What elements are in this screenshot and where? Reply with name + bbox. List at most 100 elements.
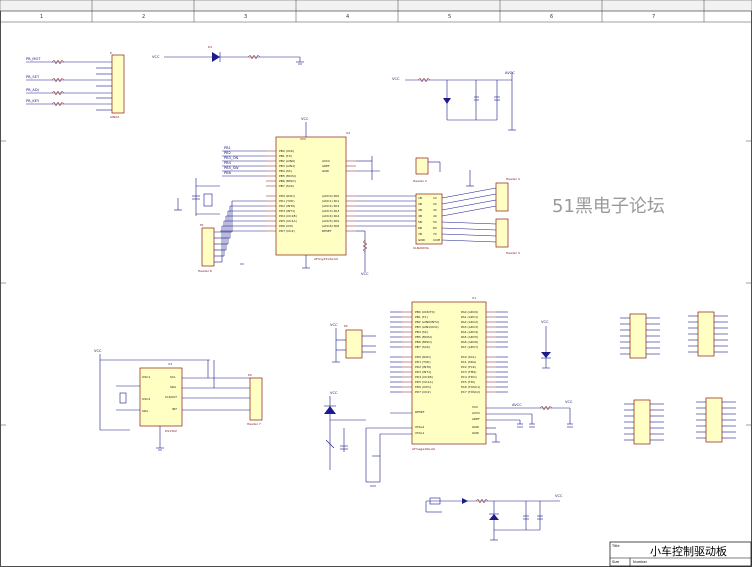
svg-text:PD3 (INT1): PD3 (INT1) <box>415 370 431 374</box>
ruler-col-7: 7 <box>652 14 655 20</box>
u1-part: ATmega16A-AU <box>412 447 435 451</box>
vcc-label-reset2: VCC <box>330 391 338 395</box>
svg-text:GND: GND <box>472 425 480 429</box>
svg-text:PA4 (ADC4): PA4 (ADC4) <box>461 330 478 334</box>
svg-text:PB1 (T0): PB1 (T0) <box>279 154 292 158</box>
p4-header-label: Header 7 <box>247 422 261 426</box>
svg-text:PB3 (AIN1/OC0): PB3 (AIN1/OC0) <box>415 325 439 329</box>
svg-text:PB4 (SS): PB4 (SS) <box>279 169 292 173</box>
header4-b-label: Header 4 <box>506 251 520 255</box>
svg-text:PB5 (MOSI): PB5 (MOSI) <box>279 174 296 178</box>
svg-text:(ADC4) PA4: (ADC4) PA4 <box>322 214 339 218</box>
svg-text:6B: 6B <box>418 226 422 230</box>
svg-text:PD6 (ICP1): PD6 (ICP1) <box>415 385 431 389</box>
u2-part: ATtiny2313A-SU <box>314 257 338 261</box>
svg-text:PB1 (T1): PB1 (T1) <box>415 315 428 319</box>
d1-label: D1 <box>208 45 212 49</box>
svg-text:PD7 (OC2): PD7 (OC2) <box>279 229 295 233</box>
vcc-label-isp: VCC <box>330 323 338 327</box>
svg-text:OSC2: OSC2 <box>142 397 150 401</box>
u3-label: U3 <box>168 362 172 366</box>
title-label: Title <box>611 544 620 548</box>
svg-text:PC1 (SDA): PC1 (SDA) <box>461 360 476 364</box>
avcc-label-u1: AVCC <box>512 403 522 407</box>
svg-text:PA0 (ADC0): PA0 (ADC0) <box>461 310 478 314</box>
svg-text:PB2 (AIN0): PB2 (AIN0) <box>279 159 295 163</box>
crystal-block <box>174 178 220 216</box>
svg-text:VCC: VCC <box>152 55 160 59</box>
svg-text:PA5 (ADC5): PA5 (ADC5) <box>461 335 478 339</box>
svg-text:AREF: AREF <box>472 417 480 421</box>
number-label: Number <box>633 560 648 564</box>
ruler-col-3: 3 <box>244 14 247 20</box>
u1-label: U1 <box>472 296 476 300</box>
power-led-block: VCC D1 <box>152 45 304 65</box>
svg-text:SDA: SDA <box>142 409 149 413</box>
header-p4: P4 Header 7 <box>247 373 263 426</box>
vcc-label-bottom: VCC <box>555 494 563 498</box>
svg-text:PB_KEY: PB_KEY <box>26 99 40 103</box>
svg-text:PC5 (TDI): PC5 (TDI) <box>461 380 475 384</box>
svg-text:PD5 (OC1A): PD5 (OC1A) <box>279 219 297 223</box>
svg-text:PD2 (INT0): PD2 (INT0) <box>279 204 295 208</box>
svg-text:GND: GND <box>472 431 480 435</box>
svg-text:4B: 4B <box>418 214 422 218</box>
p1-label: P1 <box>200 223 204 227</box>
small-header-label: Header 2 <box>413 179 427 183</box>
vcc-label-reset: VCC <box>361 272 369 276</box>
svg-text:PC0 (SCL): PC0 (SCL) <box>461 355 476 359</box>
svg-text:(ADC2) PA2: (ADC2) PA2 <box>322 204 339 208</box>
svg-text:PC7 (TOSC2): PC7 (TOSC2) <box>461 390 480 394</box>
svg-text:AVCC: AVCC <box>322 159 330 163</box>
reset-block: VCC <box>324 391 381 487</box>
ruler-col-4: 4 <box>346 14 349 20</box>
svg-text:SDA: SDA <box>170 385 177 389</box>
ruler-col-5: 5 <box>448 14 451 20</box>
svg-text:PD5 (OC1A): PD5 (OC1A) <box>415 380 433 384</box>
svg-text:SCL: SCL <box>170 375 176 379</box>
ruler-col-6: 6 <box>550 14 553 20</box>
svg-text:AVCC: AVCC <box>472 411 480 415</box>
svg-text:PD1 (TXD): PD1 (TXD) <box>415 360 431 364</box>
svg-text:3C: 3C <box>433 208 437 212</box>
svg-text:PB5 (MOSI): PB5 (MOSI) <box>415 335 432 339</box>
svg-text:PB0 (XCK): PB0 (XCK) <box>279 149 294 153</box>
svg-text:4C: 4C <box>433 214 437 218</box>
svg-text:PB6 (MISO): PB6 (MISO) <box>279 179 296 183</box>
svg-text:PB2 (AIN0/INT2): PB2 (AIN0/INT2) <box>415 320 439 324</box>
svg-text:VCC: VCC <box>300 137 306 141</box>
bottom-power-block: VCC <box>425 494 563 541</box>
svg-text:(ADC6) PA6: (ADC6) PA6 <box>322 224 339 228</box>
svg-text:2C: 2C <box>433 202 437 206</box>
svg-text:6C: 6C <box>433 226 437 230</box>
svg-text:PB_MOT: PB_MOT <box>26 57 41 61</box>
svg-text:(ADC3) PA3: (ADC3) PA3 <box>322 209 339 213</box>
header-p1: P1 Header 6 <box>198 201 244 273</box>
status-led-block: VCC <box>541 320 551 369</box>
svg-text:1C: 1C <box>433 196 437 200</box>
svg-text:PD6 (ICP): PD6 (ICP) <box>279 224 293 228</box>
svg-text:PD7 (OC2): PD7 (OC2) <box>415 390 431 394</box>
u4-part: ULN2003A <box>413 246 430 250</box>
svg-text:VCC: VCC <box>472 405 478 409</box>
u3-part: DS1302 <box>165 429 177 433</box>
svg-text:AVCC: AVCC <box>505 71 515 75</box>
p2-label: P2 <box>344 324 348 328</box>
svg-text:PB5_SW: PB5_SW <box>224 166 239 170</box>
svg-text:PC3 (TMS): PC3 (TMS) <box>461 370 476 374</box>
svg-text:PC4 (TDO): PC4 (TDO) <box>461 375 477 379</box>
motor-headers: Header 4 Header 4 <box>495 177 520 255</box>
svg-text:GND: GND <box>322 169 330 173</box>
svg-text:GND: GND <box>418 238 426 242</box>
svg-text:PB6 (MISO): PB6 (MISO) <box>415 340 432 344</box>
svg-text:(ADC5) PA5: (ADC5) PA5 <box>322 219 339 223</box>
size-label: Size <box>612 560 619 564</box>
svg-text:PB3 (AIN1): PB3 (AIN1) <box>279 164 295 168</box>
svg-text:PA2 (ADC2): PA2 (ADC2) <box>461 320 478 324</box>
svg-text:7C: 7C <box>433 232 437 236</box>
p4-label: P4 <box>248 373 252 377</box>
ruler-col-1: 1 <box>40 14 43 20</box>
title-block: Title 小车控制驱动板 Size Number <box>609 541 752 567</box>
